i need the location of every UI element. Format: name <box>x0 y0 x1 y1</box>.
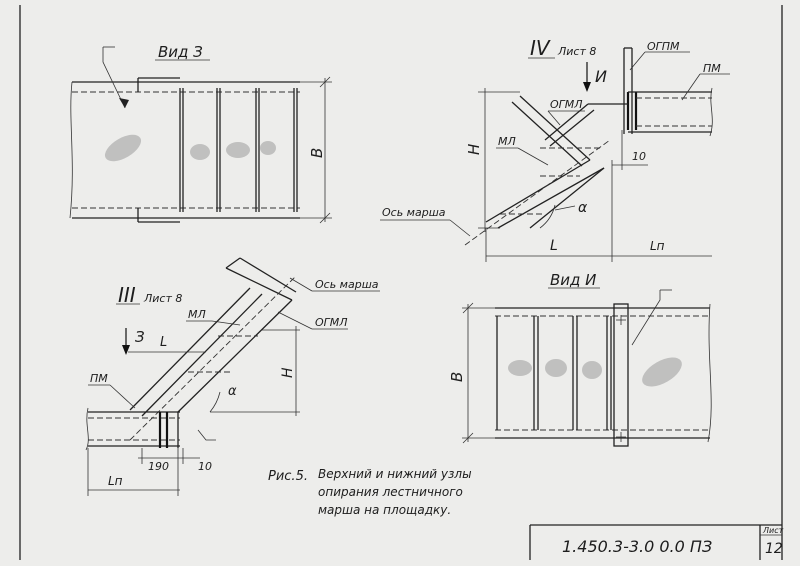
sheet-frame <box>19 5 783 560</box>
node-iv-lp: Lп <box>650 239 665 253</box>
view-i: Вид И В <box>448 271 712 447</box>
figure-caption: Рис.5. Верхний и нижний узлы опирания ле… <box>268 467 472 517</box>
node-iii-alpha: α <box>228 384 237 399</box>
view-z-dim-b: В <box>308 148 326 158</box>
view-i-dim-b: В <box>448 372 466 382</box>
node-iv-pm: ПМ <box>703 62 721 75</box>
node-iv: IV Лист 8 И α <box>380 36 730 262</box>
title-block-sheet-label: Лист <box>762 526 784 535</box>
node-iv-h: Н <box>465 144 483 155</box>
node-iv-ogml: ОГМЛ <box>550 98 583 111</box>
node-iv-roman: IV <box>530 36 551 60</box>
node-iii-roman: III <box>118 283 136 307</box>
node-iii-axis: Ось марша <box>315 278 379 291</box>
node-iv-arrow-label: И <box>595 67 607 86</box>
node-iii-ml: МЛ <box>188 308 206 321</box>
node-iv-sheet-ref: Лист 8 <box>557 45 596 58</box>
caption-label: Рис.5. <box>268 469 308 484</box>
node-iv-ml: МЛ <box>498 135 516 148</box>
node-iii-dim-190: 190 <box>148 460 169 473</box>
view-z-title: Вид З <box>158 43 203 61</box>
node-iv-ogpm: ОГПМ <box>647 40 680 53</box>
node-iii-lp: Lп <box>108 474 123 488</box>
title-block: 1.450.3-3.0 0.0 ПЗ Лист 12 <box>562 526 784 557</box>
node-iv-axis: Ось марша <box>382 206 446 219</box>
title-block-sheet-number: 12 <box>765 541 783 557</box>
node-iii-pm: ПМ <box>90 372 108 385</box>
node-iii-arrow-label: З <box>135 328 145 346</box>
node-iii-dim-10: 10 <box>198 460 212 473</box>
caption-line-1: Верхний и нижний узлы <box>318 467 472 481</box>
node-iii: III Лист 8 З α Ось марша МЛ <box>85 257 380 496</box>
node-iii-sheet-ref: Лист 8 <box>143 292 182 305</box>
caption-line-3: марша на площадку. <box>318 503 451 517</box>
node-iii-ogml: ОГМЛ <box>315 316 348 329</box>
view-i-title: Вид И <box>550 271 596 289</box>
node-iv-dim-10: 10 <box>632 150 646 163</box>
node-iii-l: L <box>160 335 167 350</box>
view-z: Вид З В <box>69 43 332 224</box>
node-iv-l: L <box>550 238 558 254</box>
caption-line-2: опирания лестничного <box>318 485 463 499</box>
title-block-code: 1.450.3-3.0 0.0 ПЗ <box>562 537 712 556</box>
node-iii-h: Н <box>280 367 296 378</box>
node-iv-alpha: α <box>578 200 588 216</box>
